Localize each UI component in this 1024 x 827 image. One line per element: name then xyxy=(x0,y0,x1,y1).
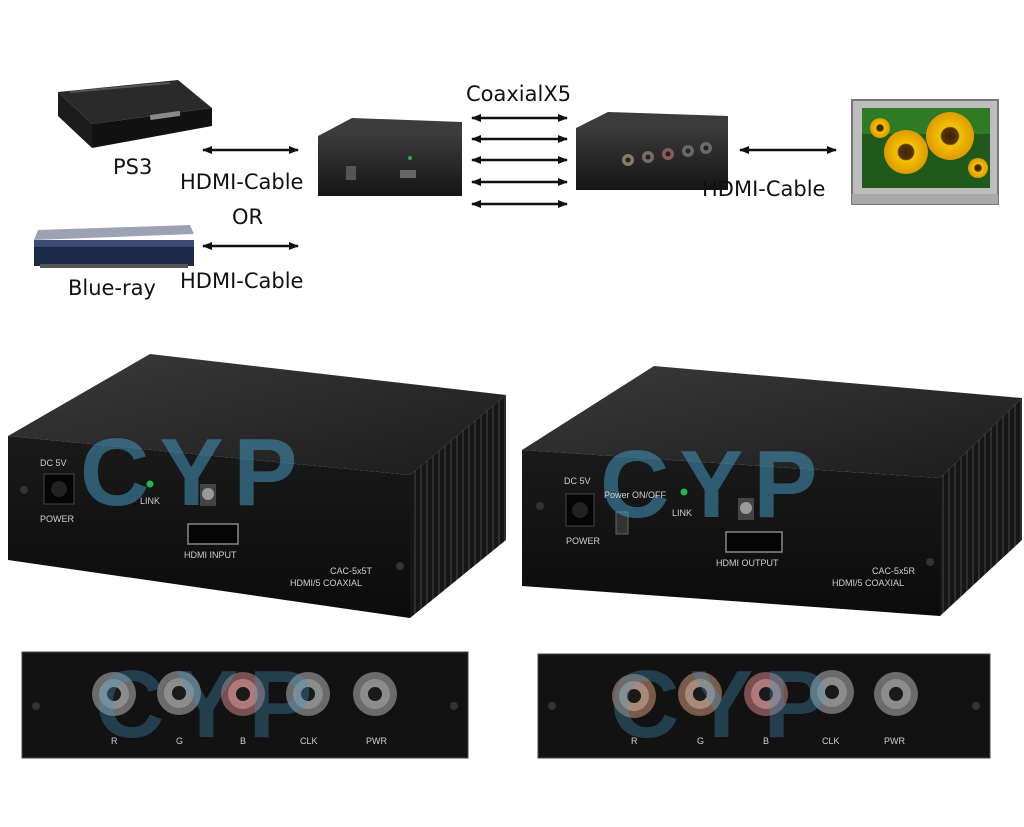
tx-model-desc: HDMI/5 COAXIAL xyxy=(290,578,363,588)
cyp-watermark-logo: CYP xyxy=(95,651,323,758)
rx-dc-label: DC 5V xyxy=(564,476,591,486)
cyp-watermark-logo: CYP xyxy=(80,419,308,526)
transmitter-unit-photo xyxy=(8,354,506,618)
tx-bnc-label-pwr: PWR xyxy=(366,736,387,746)
rx-bnc-label-r: R xyxy=(631,736,638,746)
rx-model-label: CAC-5x5R xyxy=(872,566,916,576)
ps3-cable-label: HDMI-Cable xyxy=(180,170,304,194)
transmitter-box-image xyxy=(318,118,462,196)
cyp-watermark-logo: CYP xyxy=(610,651,838,758)
tx-power-label: POWER xyxy=(40,514,75,524)
rx-switch-label: Power ON/OFF xyxy=(604,490,667,500)
connection-arrows xyxy=(202,114,837,250)
tv-cable-label: HDMI-Cable xyxy=(702,177,826,201)
or-label: OR xyxy=(232,205,264,229)
receiver-box-image xyxy=(576,112,728,190)
tx-model-label: CAC-5x5T xyxy=(330,566,373,576)
rx-bnc-label-clk: CLK xyxy=(822,736,840,746)
blu-ray-player-image xyxy=(34,225,194,268)
tx-bnc-label-r: R xyxy=(111,736,118,746)
tx-link-label: LINK xyxy=(140,496,161,506)
bnc-connectors xyxy=(92,670,918,718)
bluray-cable-label: HDMI-Cable xyxy=(180,269,304,293)
ps3-label: PS3 xyxy=(113,155,153,179)
rx-bnc-label-g: G xyxy=(697,736,705,746)
rx-link-label: LINK xyxy=(672,508,693,518)
coaxial-label: CoaxialX5 xyxy=(466,82,572,106)
rx-bnc-label-pwr: PWR xyxy=(884,736,905,746)
tx-bnc-label-clk: CLK xyxy=(300,736,318,746)
tx-hdmi-port-label: HDMI INPUT xyxy=(184,550,237,560)
ps3-console-image xyxy=(58,80,212,148)
receiver-unit-photo xyxy=(522,366,1022,616)
tv-display-image xyxy=(851,99,999,205)
rx-hdmi-port-label: HDMI OUTPUT xyxy=(716,558,779,568)
rx-model-desc: HDMI/5 COAXIAL xyxy=(832,578,905,588)
cyp-watermark-logo: CYP xyxy=(600,431,828,538)
tx-bnc-label-b: B xyxy=(240,736,247,746)
rx-bnc-label-b: B xyxy=(763,736,770,746)
blu-ray-label: Blue-ray xyxy=(68,276,156,300)
tx-bnc-label-g: G xyxy=(176,736,184,746)
tx-dc-label: DC 5V xyxy=(40,458,67,468)
rx-power-label: POWER xyxy=(566,536,601,546)
